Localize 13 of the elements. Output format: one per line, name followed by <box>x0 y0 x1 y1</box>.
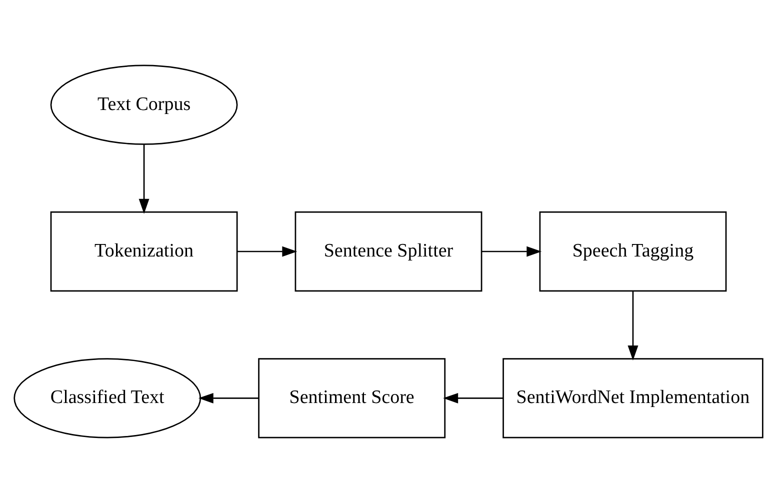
node-box: Sentence Splitter <box>294 211 482 292</box>
node-box: SentiWordNet Implementation <box>502 358 764 438</box>
node-box: Sentiment Score <box>258 358 446 438</box>
arrow <box>482 246 542 257</box>
arrow <box>628 291 638 360</box>
arrow <box>138 144 150 214</box>
node-box: Tokenization <box>50 211 238 292</box>
node-ellipse: Classified Text <box>14 358 202 438</box>
arrow <box>237 246 298 257</box>
arrow <box>198 392 258 404</box>
node-ellipse: Text Corpus <box>50 64 238 145</box>
node-box: Speech Tagging <box>539 211 727 292</box>
arrow <box>443 392 504 404</box>
